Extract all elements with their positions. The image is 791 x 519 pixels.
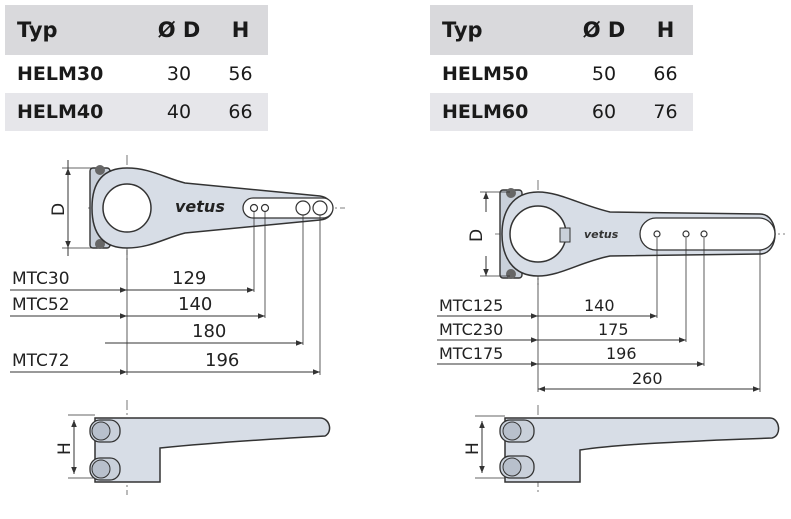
cell-height: 66: [213, 93, 268, 131]
table-row: HELM60 60 76: [430, 93, 693, 131]
cell-type: HELM30: [5, 55, 145, 93]
spec-table-right: Typ Ø D H HELM50 50 66 HELM60 60 76: [430, 5, 693, 131]
dimension-value: 260: [632, 369, 663, 388]
cell-height: 66: [638, 55, 693, 93]
cell-type: HELM60: [430, 93, 570, 131]
dimension-lines-right: [437, 238, 761, 392]
cell-diameter: 30: [145, 55, 213, 93]
dimension-value: 196: [606, 344, 637, 363]
model-label: MTC72: [12, 351, 70, 371]
dimension-value: 140: [584, 296, 615, 315]
brand-logo: vetus: [584, 228, 619, 241]
cell-diameter: 50: [570, 55, 638, 93]
header-height: H: [213, 5, 268, 55]
model-label: MTC230: [439, 320, 503, 339]
model-label: MTC30: [12, 269, 70, 289]
diameter-label: D: [49, 203, 69, 216]
header-diameter: Ø D: [570, 5, 638, 55]
dimension-lines-left: [10, 212, 321, 375]
table-row: HELM30 30 56: [5, 55, 268, 93]
brand-logo: vetus: [175, 197, 225, 216]
tiller-arm-top-view-right: vetus: [495, 180, 785, 285]
tiller-arm-top-view-left: vetus: [88, 155, 345, 260]
header-typ: Typ: [5, 5, 145, 55]
dimension-value: 129: [172, 268, 206, 289]
model-label: MTC125: [439, 296, 503, 315]
tiller-arm-side-view-right: H: [463, 405, 780, 495]
cell-type: HELM40: [5, 93, 145, 131]
height-label: H: [463, 442, 483, 455]
table-row: HELM50 50 66: [430, 55, 693, 93]
cell-height: 56: [213, 55, 268, 93]
dimension-value: 140: [178, 294, 212, 315]
spec-table-left: Typ Ø D H HELM30 30 56 HELM40 40 66: [5, 5, 268, 131]
dimension-value: 180: [192, 321, 226, 342]
cell-diameter: 40: [145, 93, 213, 131]
cell-height: 76: [638, 93, 693, 131]
dimension-value: 175: [598, 320, 629, 339]
tiller-arm-side-view-left: H: [55, 400, 331, 495]
diameter-dimension-left: D: [49, 160, 95, 256]
dimension-value: 196: [205, 350, 239, 371]
diameter-label: D: [467, 229, 487, 242]
model-label: MTC175: [439, 344, 503, 363]
table-header-row: Typ Ø D H: [430, 5, 693, 55]
header-height: H: [638, 5, 693, 55]
diameter-dimension-right: D: [467, 191, 510, 277]
height-label: H: [55, 442, 75, 455]
cell-diameter: 60: [570, 93, 638, 131]
cell-type: HELM50: [430, 55, 570, 93]
model-label: MTC52: [12, 295, 70, 315]
table-row: HELM40 40 66: [5, 93, 268, 131]
header-typ: Typ: [430, 5, 570, 55]
table-header-row: Typ Ø D H: [5, 5, 268, 55]
header-diameter: Ø D: [145, 5, 213, 55]
